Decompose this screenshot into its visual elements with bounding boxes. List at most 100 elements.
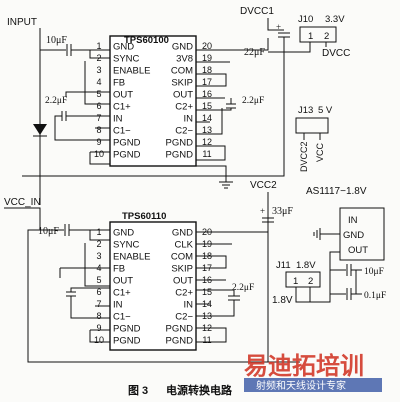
- c2-top-label: 2.2μF: [242, 96, 264, 106]
- chip1-right-pin-label: C2+: [175, 102, 193, 113]
- cap-to-gnd-pin: [71, 49, 110, 59]
- dvcc1-label: DVCC1: [240, 6, 274, 17]
- chip2-left-pin-label: C1−: [113, 312, 131, 323]
- chip2-left-pin-num: 7: [96, 299, 101, 309]
- chip1-right-pin-num: 16: [202, 89, 212, 99]
- chip2-left-pin-label: FB: [113, 264, 125, 275]
- j11-net: 1.8V: [272, 295, 293, 306]
- polarity-plus: +: [276, 22, 281, 32]
- chip1-left-pin-label: SYNC: [113, 54, 140, 65]
- chip1-right-pin-num: 14: [202, 113, 212, 123]
- chip1-right-pin-num: 17: [202, 77, 212, 87]
- c2plus-wire: [196, 108, 232, 111]
- chip1-left-pin-num: 5: [96, 89, 101, 99]
- ldo-pin-in: IN: [348, 215, 358, 226]
- chip1-right-pin-label: PGND: [166, 138, 194, 149]
- chip2-left-pin-num: 3: [96, 251, 101, 261]
- c-in1-label: 10μF: [46, 35, 67, 46]
- fb-wire: [65, 91, 110, 97]
- chip1-left-pin-label: PGND: [113, 138, 141, 149]
- chip1-left-pin-num: 9: [96, 137, 101, 147]
- j10-pin2: 2: [324, 31, 329, 42]
- j13-net-vcc: VCC: [315, 142, 325, 162]
- pgnd-wire-4: [89, 330, 110, 343]
- chip1-right-pin-label: OUT: [173, 90, 193, 101]
- pgnd-right-wire-2: [196, 327, 227, 343]
- com-skip-wire-2: [196, 255, 227, 269]
- c-in2-label: 10μF: [38, 226, 59, 237]
- polarity-plus-2: +: [260, 206, 265, 216]
- j11-voltage: 1.8V: [296, 260, 316, 271]
- j11-wire: [295, 287, 310, 303]
- chip1-right-pin-num: 15: [202, 101, 212, 111]
- chip2-right-pin-label: PGND: [166, 336, 194, 347]
- chip2-left-pin-num: 9: [96, 323, 101, 333]
- chip1-left-pin-num: 8: [96, 125, 101, 135]
- chip2-left-pin-num: 6: [96, 287, 101, 297]
- chip2-left-pin-label: OUT: [113, 276, 133, 287]
- pgnd-right-wire: [196, 145, 226, 161]
- j10-voltage: 3.3V: [325, 14, 345, 25]
- figure-number: 图 3: [128, 384, 148, 397]
- vcc-in-rail: [4, 207, 300, 363]
- chip2-right-pin-num: 11: [202, 335, 211, 345]
- chip1-right-pin-label: IN: [184, 114, 194, 125]
- j10-name: J10: [298, 14, 313, 25]
- chip1-left-pin-label: C1+: [113, 102, 131, 113]
- chip2-left-pin-num: 8: [96, 311, 101, 321]
- chip1-left-pin-label: C1−: [113, 126, 131, 137]
- c-out-dvcc-label: 22μF: [244, 47, 265, 58]
- ground-bus-top: [22, 37, 285, 177]
- chip2-left-pin-num: 2: [96, 239, 101, 249]
- chip2-left-pin-label: PGND: [113, 336, 141, 347]
- c1minus-wire: [54, 115, 110, 141]
- chip2-right-pin-label: OUT: [173, 276, 193, 287]
- diode-icon: [33, 124, 47, 135]
- chip2-right-pin-label: GND: [172, 228, 193, 239]
- input-label: INPUT: [7, 17, 37, 28]
- chip1-left-pin-label: PGND: [113, 150, 141, 161]
- chip1-left-pin-num: 10: [94, 149, 104, 159]
- chip2-left-pin-num: 1: [96, 227, 101, 237]
- ldo-pin-out: OUT: [348, 245, 368, 256]
- watermark-logo-text: 易迪拓培训: [244, 352, 364, 380]
- chip1-right-pin-num: 13: [202, 125, 212, 135]
- c1plus-wire-2: [70, 287, 110, 292]
- c1-top-label: 2.2μF: [45, 96, 67, 106]
- j13-net-dvcc2: DVCC2: [299, 141, 309, 172]
- pgnd-wire2: [89, 152, 110, 165]
- j11-pin2: 2: [308, 276, 313, 287]
- com-skip-wire: [196, 73, 227, 87]
- chip1-right-pin-num: 12: [202, 137, 212, 147]
- c-ldo-a-label: 10μF: [364, 267, 384, 277]
- watermark-logo: 易迪拓培训 射频和天线设计专家: [244, 352, 382, 392]
- ldo-out-wire: [310, 251, 340, 303]
- chip2-right-pin-label: IN: [184, 300, 194, 311]
- chip1-right-pin-label: GND: [172, 42, 193, 53]
- chip1-right-pin-num: 18: [202, 65, 212, 75]
- chip1-left-pin-label: ENABLE: [113, 66, 151, 77]
- sync-wire-2: [84, 243, 110, 287]
- figure-title: 电源转换电路: [166, 383, 233, 397]
- chip2-left-pin-num: 5: [96, 275, 101, 285]
- gnd20-wire: [196, 38, 269, 51]
- j10-wire: [268, 42, 311, 53]
- c2minus-wire-2: [196, 300, 235, 317]
- chip2-left-pin-label: GND: [113, 228, 134, 239]
- chip1-left-pin-num: 6: [96, 101, 101, 111]
- sync-wire: [84, 61, 110, 105]
- chip1-right-pin-num: 19: [202, 53, 212, 63]
- chip2-right-pin-label: SKIP: [171, 264, 193, 275]
- ldo-name: AS1117−1.8V: [306, 186, 367, 197]
- c2-bottom-label: 2.2μF: [232, 283, 254, 293]
- chip1-right-pin-label: SKIP: [171, 78, 193, 89]
- watermark-bar: [244, 378, 382, 392]
- j13-name: J13: [298, 105, 313, 116]
- chip1-left-pin-label: IN: [113, 114, 123, 125]
- j10-net: DVCC: [322, 48, 350, 59]
- vcc2-label: VCC2: [250, 180, 277, 191]
- c-out-vcc2-label: 33μF: [272, 206, 293, 217]
